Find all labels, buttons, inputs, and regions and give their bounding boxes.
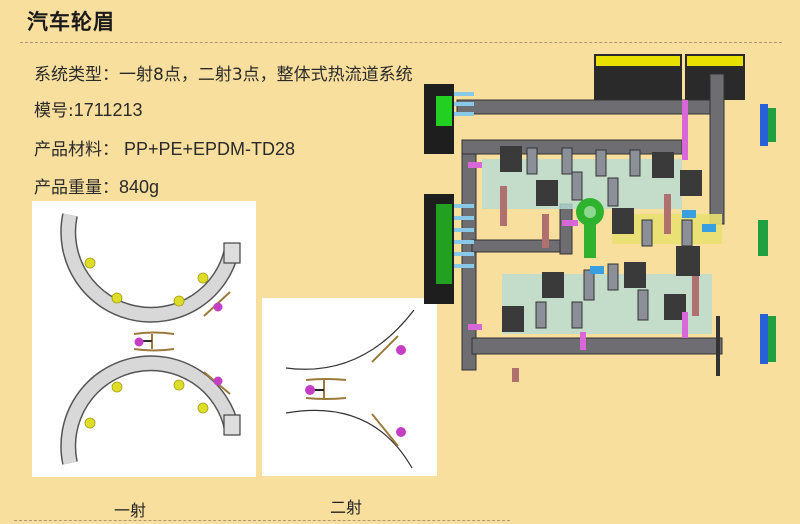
spec-material: 产品材料： PP+PE+EPDM-TD28 xyxy=(34,135,295,160)
spec-mold-number: 模号:1711213 xyxy=(34,96,142,121)
spec-value: 840g xyxy=(119,177,160,197)
bottom-divider xyxy=(14,520,510,521)
second-shot-diagram xyxy=(262,298,437,476)
first-shot-caption: 一射 xyxy=(114,501,147,520)
top-divider xyxy=(20,42,782,43)
first-shot-diagram xyxy=(32,201,256,477)
spec-label: 产品材料： xyxy=(34,140,119,160)
spec-label: 产品重量： xyxy=(34,178,119,198)
hot-runner-model-image xyxy=(412,44,800,382)
spec-label: 系统类型： xyxy=(34,65,119,85)
second-shot-caption: 二射 xyxy=(330,498,363,517)
page-title: 汽车轮眉 xyxy=(27,9,115,34)
spec-system-type: 系统类型：一射8点，二射3点，整体式热流道系统 xyxy=(34,60,413,85)
spec-value: 1711213 xyxy=(73,100,143,120)
spec-value: PP+PE+EPDM-TD28 xyxy=(119,139,296,159)
spec-weight: 产品重量：840g xyxy=(34,173,159,198)
spec-label: 模号: xyxy=(34,101,74,121)
spec-value: 一射8点，二射3点，整体式热流道系统 xyxy=(119,65,413,85)
